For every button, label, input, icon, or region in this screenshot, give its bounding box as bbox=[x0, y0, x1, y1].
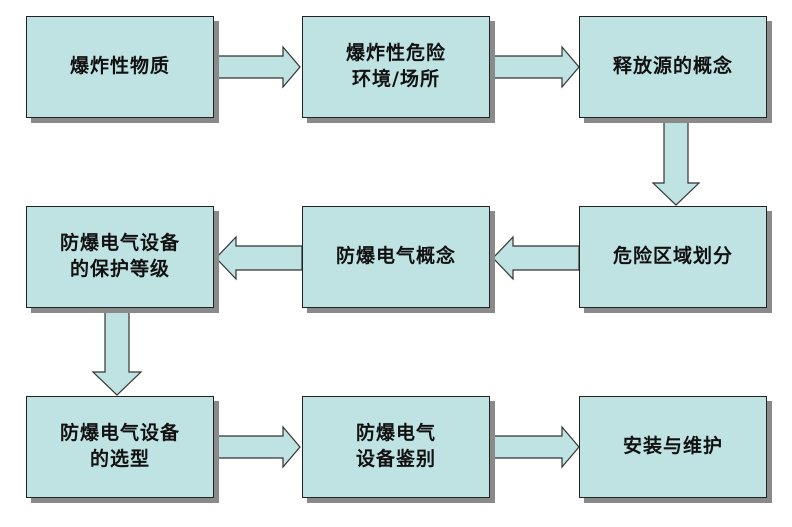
box-release-source-concept: 释放源的概念 bbox=[579, 16, 767, 118]
arrow-b4-b5 bbox=[492, 235, 580, 281]
arrow-b8-b9 bbox=[489, 425, 580, 469]
arrow-b7-b8 bbox=[213, 425, 301, 469]
box-equipment-protection-level: 防爆电气设备 的保护等级 bbox=[26, 206, 214, 308]
arrow-b1-b2 bbox=[213, 45, 301, 89]
arrow-b5-b6 bbox=[215, 235, 303, 281]
arrow-b6-b7 bbox=[91, 307, 143, 396]
box-explosive-hazard-environment: 爆炸性危险 环境/场所 bbox=[302, 16, 490, 118]
arrow-b2-b3 bbox=[489, 45, 580, 89]
box-equipment-identification: 防爆电气 设备鉴别 bbox=[302, 396, 490, 498]
box-installation-maintenance: 安装与维护 bbox=[579, 396, 767, 498]
arrow-b3-b4 bbox=[651, 119, 701, 206]
box-equipment-selection: 防爆电气设备 的选型 bbox=[26, 396, 214, 498]
box-explosive-material: 爆炸性物质 bbox=[26, 16, 214, 118]
box-explosion-proof-concept: 防爆电气概念 bbox=[302, 206, 490, 308]
box-hazardous-area-classification: 危险区域划分 bbox=[579, 206, 767, 308]
